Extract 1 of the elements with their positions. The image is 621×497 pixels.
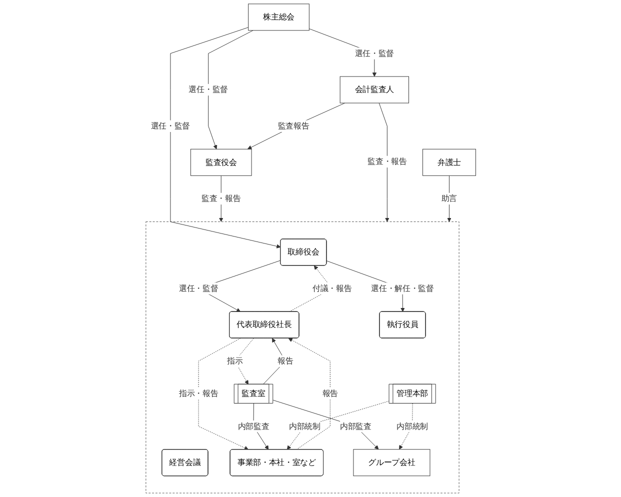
cluster [145, 222, 459, 494]
